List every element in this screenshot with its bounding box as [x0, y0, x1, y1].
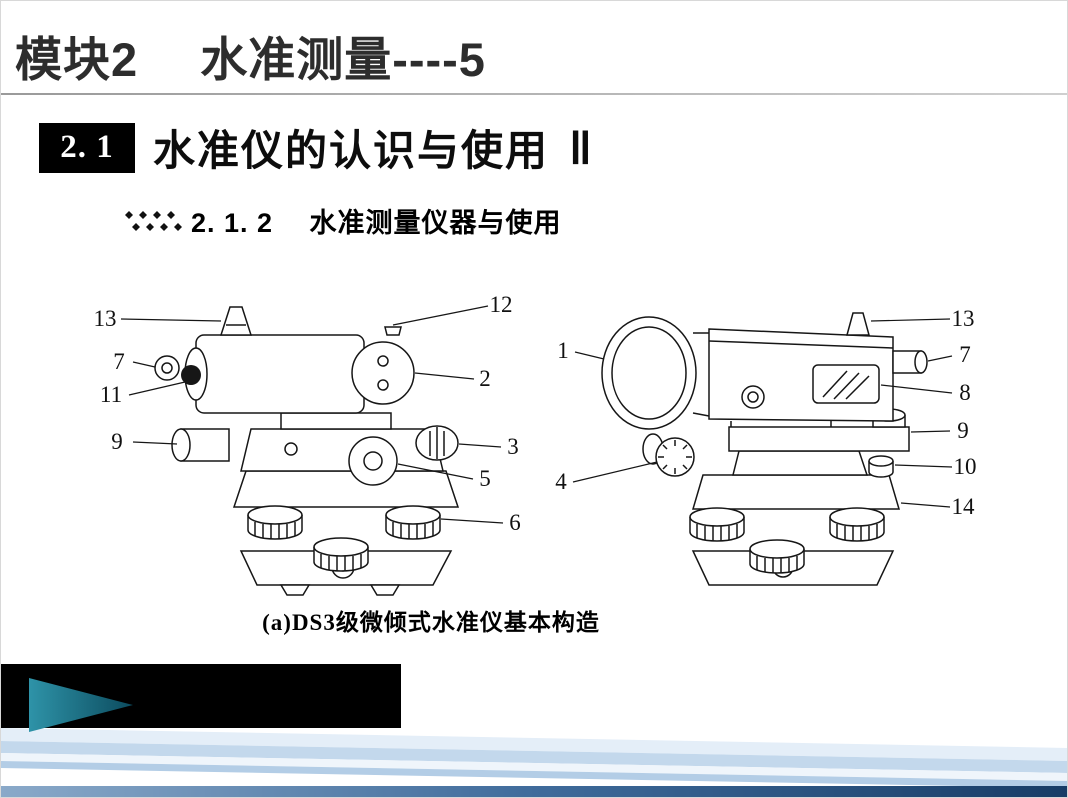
- level-right-view: [601, 312, 928, 586]
- callout-14: 14: [952, 494, 976, 519]
- diamond-dots-icon: [125, 210, 182, 231]
- footer-stripe-3: [1, 753, 1067, 781]
- footer-stripe-1: [1, 728, 1067, 761]
- level-instrument-figure: 13 7 11 9 12 2 3 5 6 1 4 13 7 8 9 10 14: [94, 292, 977, 596]
- section-title: 水准仪的认识与使用: [153, 129, 550, 175]
- callout-7-left: 7: [113, 349, 125, 374]
- title-divider: [1, 93, 1067, 95]
- footer-decoration: [1, 664, 1067, 797]
- footer-bottom-bar: [1, 786, 1067, 797]
- footer-stripe-2: [1, 741, 1067, 773]
- footer-stripe-4: [1, 761, 1067, 788]
- section-header: 2. 1 水准仪的认识与使用 ‖: [39, 117, 592, 178]
- callout-13-left: 13: [94, 306, 117, 331]
- callout-2: 2: [479, 366, 491, 391]
- level-left-view: [154, 306, 460, 596]
- callout-4: 4: [555, 469, 567, 494]
- callout-13-right: 13: [952, 306, 975, 331]
- callout-9-left: 9: [111, 429, 123, 454]
- subsection-title: 2. 1. 2 水准测量仪器与使用: [191, 208, 562, 238]
- slide-title: 模块2 水准测量----5: [15, 33, 486, 86]
- section-number-badge: 2. 1: [39, 122, 135, 173]
- callout-6: 6: [509, 510, 521, 535]
- callout-7-right: 7: [959, 342, 971, 367]
- callout-11: 11: [100, 382, 122, 407]
- figure-caption: (a)DS3级微倾式水准仪基本构造: [262, 610, 600, 635]
- footer-arrow-icon: [29, 678, 133, 732]
- callout-leader-lines: [120, 305, 953, 524]
- callout-numbers: 13 7 11 9 12 2 3 5 6 1 4 13 7 8 9 10 14: [94, 292, 977, 535]
- callout-1: 1: [557, 338, 569, 363]
- callout-12: 12: [490, 292, 513, 317]
- callout-10: 10: [954, 454, 977, 479]
- callout-3: 3: [507, 434, 519, 459]
- callout-5: 5: [479, 466, 491, 491]
- callout-9-right: 9: [957, 418, 969, 443]
- section-cursor-mark: ‖: [569, 121, 592, 174]
- subsection-header: 2. 1. 2 水准测量仪器与使用: [123, 201, 562, 240]
- callout-8: 8: [959, 380, 971, 405]
